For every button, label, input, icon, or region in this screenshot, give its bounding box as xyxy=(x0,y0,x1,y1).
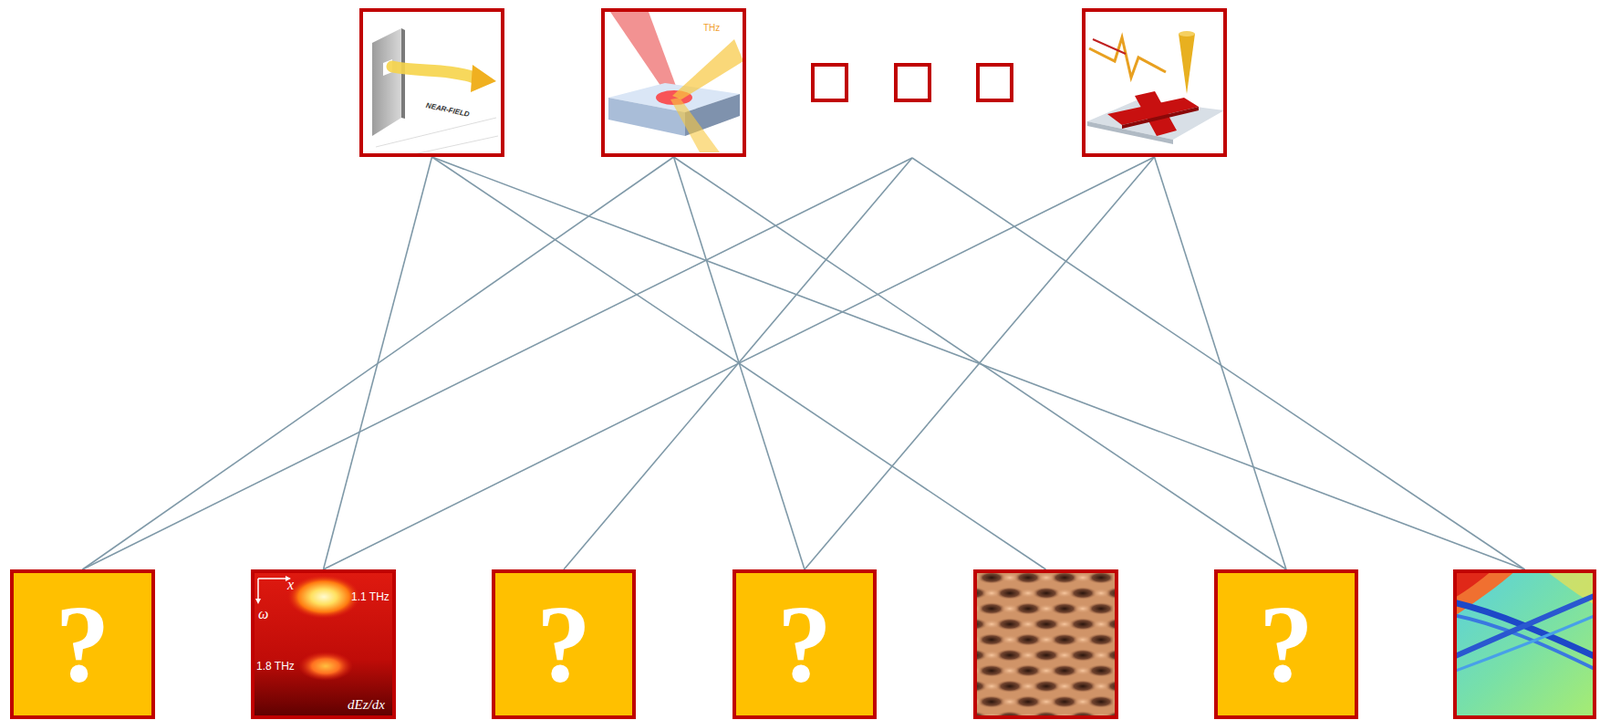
result-box xyxy=(973,569,1119,719)
map-background xyxy=(250,569,396,719)
axis-arrows xyxy=(258,578,286,599)
field-pattern xyxy=(973,569,1119,719)
connector-line xyxy=(83,157,914,570)
frequency-label: 1.1 THz xyxy=(351,591,390,604)
screen-panel xyxy=(372,28,402,136)
ellipsis-group xyxy=(810,62,1014,158)
question-mark: ? xyxy=(1217,572,1355,716)
axis-arrowhead xyxy=(255,598,261,604)
question-mark: ? xyxy=(13,572,152,716)
connector-line xyxy=(912,157,1526,570)
result-box xyxy=(1453,569,1597,719)
axis-label: x xyxy=(287,576,294,593)
probe-tip xyxy=(1178,33,1195,94)
connector-line xyxy=(804,156,1155,570)
connector-line xyxy=(674,156,1288,570)
illustration-box: NEAR-FIELD xyxy=(359,8,505,157)
thz-beam xyxy=(672,39,744,100)
spectral-map-illustration xyxy=(250,569,396,719)
illustration-box: THz xyxy=(601,8,747,157)
connector-line xyxy=(1154,156,1288,570)
pulse-line xyxy=(1092,39,1126,54)
question-box: ? xyxy=(10,569,156,719)
question-box: ? xyxy=(732,569,877,719)
field-pattern-illustration xyxy=(973,569,1119,719)
floor-line xyxy=(375,117,499,155)
illustration-label: NEAR-FIELD xyxy=(425,101,470,119)
hot-region xyxy=(1453,569,1494,599)
cross-edge xyxy=(1122,106,1199,129)
thz-crystal-illustration xyxy=(608,11,744,153)
band-line xyxy=(1453,594,1597,657)
ellipsis-square xyxy=(810,62,849,103)
mode-blob xyxy=(298,651,354,681)
dispersion-map-illustration xyxy=(1453,569,1597,719)
result-box: x ω 1.1 THz 1.8 THz dEz/dx xyxy=(250,569,396,719)
axis-label: ω xyxy=(258,605,269,623)
connector-line xyxy=(432,156,1526,570)
question-mark: ? xyxy=(495,572,633,716)
band-line xyxy=(1453,614,1597,672)
connector-line xyxy=(83,156,675,570)
illustration-box xyxy=(1081,8,1227,157)
pulse-wave xyxy=(1089,37,1166,78)
near-field-illustration xyxy=(372,28,499,155)
question-box: ? xyxy=(1214,569,1359,719)
beam-arrow xyxy=(392,66,475,78)
question-box: ? xyxy=(491,569,636,719)
quantity-label: dEz/dx xyxy=(347,696,385,713)
frequency-label: 1.8 THz xyxy=(256,660,295,674)
ellipsis-square xyxy=(976,62,1014,103)
probe-antenna-illustration xyxy=(1087,31,1225,145)
question-mark: ? xyxy=(736,572,873,716)
thz-beam xyxy=(670,97,720,153)
beam-arrowhead xyxy=(470,64,497,93)
ellipsis-square xyxy=(893,62,932,103)
probe-top xyxy=(1178,31,1195,37)
illustration-label: THz xyxy=(703,22,720,34)
connector-line xyxy=(323,156,1155,570)
map-background xyxy=(1453,569,1597,719)
mode-blob xyxy=(287,574,361,619)
